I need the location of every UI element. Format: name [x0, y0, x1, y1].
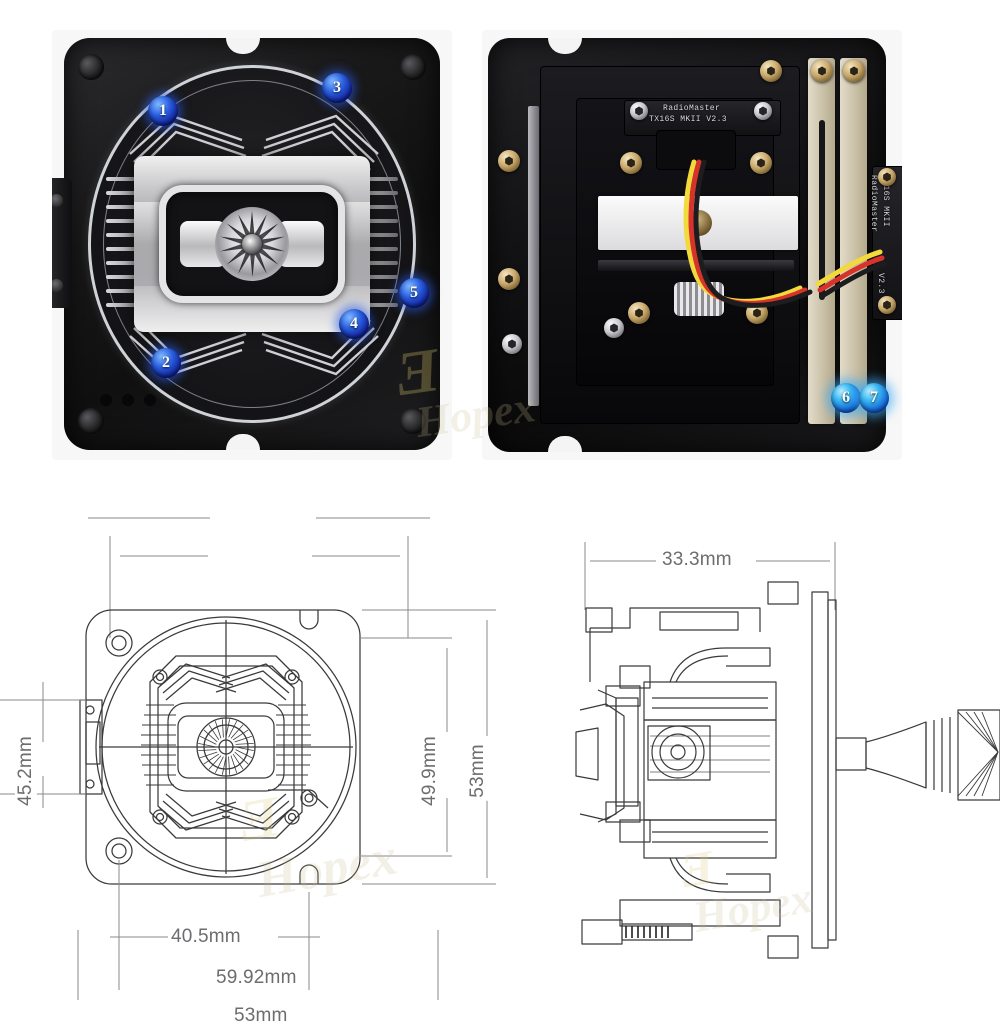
chassis-screw-top: [760, 60, 782, 82]
slider-screw-left: [811, 60, 833, 82]
chassis-screw-mid-left: [620, 152, 642, 174]
pcb-side-screw-top: [878, 168, 896, 186]
mounting-hole-bottom-left: [78, 408, 104, 434]
dim-width-bottom: 40.5mm: [168, 926, 244, 948]
mounting-hole-top-right: [400, 54, 426, 80]
chassis-screw-bottom-left-2: [604, 318, 624, 338]
dim-height-outer: 53mm: [466, 741, 489, 801]
drawing-side-view: 33.3mm: [560, 460, 1000, 1000]
pcb-top-label-line1: RadioMaster: [663, 104, 721, 113]
dim-depth-overall: 33.3mm: [659, 549, 735, 571]
chassis-screw-mid-right: [750, 152, 772, 174]
vent-hole-2: [122, 394, 134, 406]
plate-notch-top-back: [548, 38, 582, 54]
gimbal-inner-ring: [103, 80, 401, 408]
dim-height-left: 45.2mm: [14, 733, 37, 809]
product-photo-back: RadioMaster TX16S MKII V2.3: [482, 30, 902, 460]
product-photo-front: [52, 30, 452, 460]
dim-height-inner: 49.9mm: [418, 733, 441, 809]
mounting-hole-bottom-right: [400, 408, 426, 434]
mounting-hole-top-left: [78, 54, 104, 80]
gimbal-side-bracket: [52, 178, 72, 308]
callout-badge-2[interactable]: 2: [151, 348, 181, 378]
gimbal-stick-carrier: [134, 156, 370, 332]
hall-sensor-pcb-side: RadioMaster TX16S MKII V2.3: [869, 166, 902, 320]
gimbal-gear-rack: [674, 282, 724, 316]
gimbal-hub-teeth: [215, 207, 289, 281]
slider-screw-right: [843, 60, 865, 82]
plate-notch-bottom-back: [548, 436, 582, 452]
slider-rail-right: [840, 58, 867, 424]
gimbal-mounting-plate-back: RadioMaster TX16S MKII V2.3: [488, 38, 902, 452]
pcb-top-label-line2: TX16S MKII V2.3: [649, 115, 728, 124]
chassis-screw-bottom-left: [628, 302, 650, 324]
chassis-screw-left-upper: [498, 150, 520, 172]
callout-badge-7[interactable]: 7: [859, 383, 889, 413]
slider-rail-left: [808, 58, 835, 424]
pcb-side-screw-bottom: [878, 296, 896, 314]
vent-hole-1: [100, 394, 112, 406]
gimbal-mounting-plate-front: [52, 38, 440, 450]
screenshot-root: 1 2 3 4 5 RadioMaster TX16S MKII V2.3: [0, 0, 1000, 1000]
slider-slot-left: [818, 120, 825, 300]
gimbal-center-screw: [242, 234, 262, 254]
dim-width-mount: 53mm: [231, 1005, 291, 1027]
pcb-top-screw-left: [630, 102, 648, 120]
gimbal-tension-strap-left: [528, 106, 539, 406]
pcb-top-screw-right: [754, 102, 772, 120]
drawing-front-view: 59.92mm 53mm 45.2mm 49.9mm 53mm 40.5mm: [0, 460, 540, 1027]
callout-badge-4[interactable]: 4: [339, 309, 369, 339]
chassis-screw-bottom-corner: [502, 334, 522, 354]
gimbal-yoke: [159, 185, 345, 303]
callout-badge-6[interactable]: 6: [831, 383, 861, 413]
callout-badge-3[interactable]: 3: [322, 73, 352, 103]
dim-width-overall: 59.92mm: [213, 967, 300, 989]
chassis-screw-left-lower: [498, 268, 520, 290]
callout-badge-5[interactable]: 5: [399, 278, 429, 308]
plate-notch-bottom: [226, 434, 260, 450]
plate-notch-top: [226, 38, 260, 54]
callout-badge-1[interactable]: 1: [148, 96, 178, 126]
vent-hole-3: [144, 394, 156, 406]
